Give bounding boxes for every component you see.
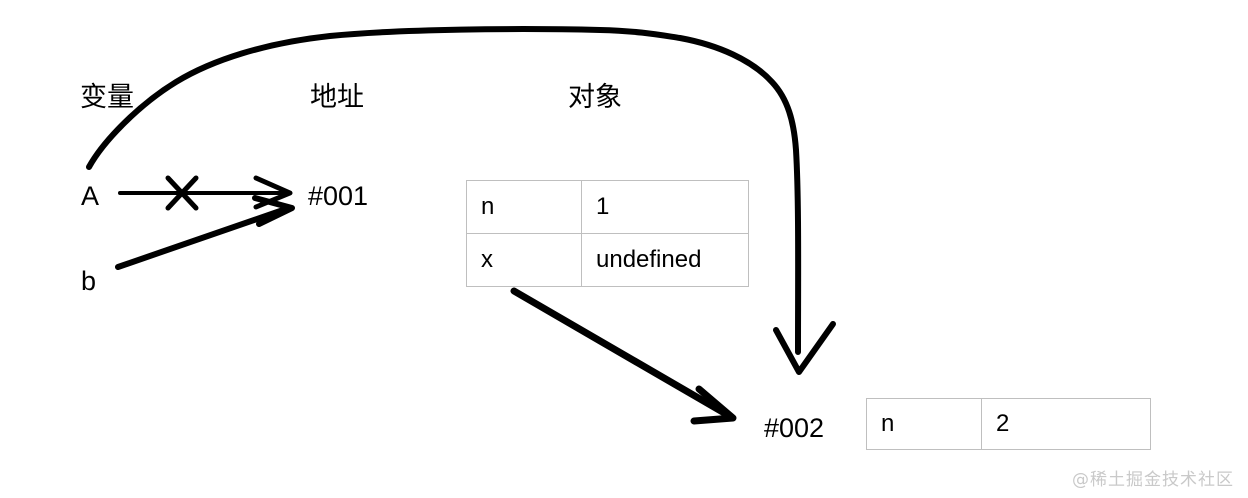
column-header-variable: 变量 <box>80 82 134 112</box>
object-001-value-1: undefined <box>581 233 749 287</box>
connector-b-to-001-arrowhead <box>252 195 295 227</box>
object-002-value-0: 2 <box>981 398 1151 450</box>
connector-obj001x-to-002-arrowhead <box>690 385 737 425</box>
address-label-002: #002 <box>764 413 825 443</box>
column-header-object: 对象 <box>568 82 622 112</box>
column-header-address: 地址 <box>310 82 364 112</box>
object-002-key-0: n <box>866 398 982 450</box>
object-table-002: n 2 <box>866 398 1151 450</box>
x-cross-icon <box>165 175 199 211</box>
watermark: @稀土掘金技术社区 <box>1072 470 1234 490</box>
variable-label-a: A <box>81 181 100 211</box>
object-001-key-0: n <box>466 180 582 234</box>
table-row: n 2 <box>866 398 1151 450</box>
object-table-001: n 1 x undefined <box>466 180 749 287</box>
connector-obj001x-to-002-shaft <box>510 287 730 418</box>
address-label-001: #001 <box>308 181 369 211</box>
connector-b-to-001-shaft <box>115 206 289 270</box>
object-001-key-1: x <box>466 233 582 287</box>
table-row: n 1 <box>466 180 749 234</box>
connector-variable-to-002-arrowhead <box>773 321 836 375</box>
variable-label-b: b <box>81 266 97 296</box>
object-001-value-0: 1 <box>581 180 749 234</box>
connector-a-to-001-arrowhead <box>253 175 293 210</box>
table-row: x undefined <box>466 233 749 287</box>
